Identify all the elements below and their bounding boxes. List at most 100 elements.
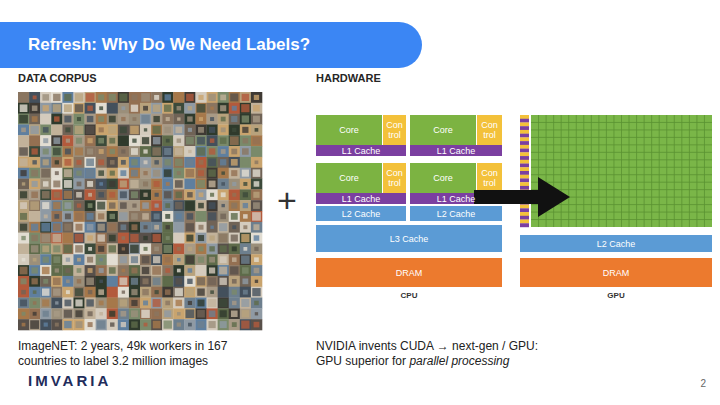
mosaic-detail — [109, 300, 115, 306]
mosaic-tile — [96, 254, 107, 265]
stripe-segment — [520, 156, 529, 160]
mosaic-tile — [85, 189, 96, 200]
mosaic-detail — [208, 277, 216, 285]
mosaic-tile — [184, 319, 195, 330]
mosaic-detail — [55, 323, 59, 327]
mosaic-detail — [33, 312, 37, 316]
mosaic-detail — [55, 268, 59, 272]
mosaic-tile — [18, 265, 29, 276]
mosaic-detail — [231, 159, 238, 166]
mosaic-tile — [229, 222, 240, 233]
mosaic-tile — [129, 189, 140, 200]
mosaic-tile — [184, 179, 195, 190]
mosaic-tile — [29, 233, 40, 244]
mosaic-detail — [143, 193, 147, 197]
mosaic-detail — [143, 149, 147, 153]
mosaic-tile — [73, 211, 84, 222]
mosaic-detail — [109, 289, 115, 294]
mosaic-detail — [21, 236, 25, 240]
mosaic-tile — [62, 124, 73, 135]
mosaic-detail — [98, 246, 104, 252]
mosaic-tile — [118, 222, 129, 233]
mosaic-tile — [207, 254, 218, 265]
mosaic-tile — [151, 254, 162, 265]
mosaic-tile — [85, 222, 96, 233]
mosaic-detail — [98, 224, 105, 231]
mosaic-detail — [187, 116, 192, 121]
mosaic-detail — [153, 321, 161, 329]
mosaic-detail — [230, 266, 238, 274]
mosaic-tile — [51, 222, 62, 233]
stripe-segment — [520, 145, 529, 149]
mosaic-detail — [75, 148, 83, 156]
mosaic-tile — [218, 233, 229, 244]
mosaic-tile — [195, 308, 206, 319]
mosaic-tile — [62, 222, 73, 233]
mosaic-detail — [31, 235, 37, 241]
mosaic-tile — [29, 265, 40, 276]
mosaic-detail — [175, 180, 183, 188]
mosaic-detail — [198, 127, 204, 133]
mosaic-detail — [210, 226, 213, 229]
mosaic-detail — [64, 224, 71, 231]
mosaic-detail — [230, 93, 238, 101]
mosaic-tile — [184, 233, 195, 244]
mosaic-tile — [140, 211, 151, 222]
mosaic-detail — [110, 322, 114, 326]
mosaic-tile — [162, 114, 173, 125]
mosaic-detail — [155, 204, 159, 208]
stripe-segment — [520, 178, 529, 182]
mosaic-tile — [18, 92, 29, 103]
mosaic-tile — [162, 92, 173, 103]
mosaic-detail — [242, 148, 249, 154]
control-box: Con trol — [477, 163, 502, 193]
node-text: L1 Cache — [342, 146, 381, 156]
grid-line — [531, 159, 712, 160]
mosaic-tile — [96, 189, 107, 200]
stripe-segment — [520, 126, 529, 130]
mosaic-tile — [173, 298, 184, 309]
mosaic-detail — [75, 310, 82, 317]
mosaic-tile — [184, 103, 195, 114]
node-text: Core — [339, 173, 359, 183]
mosaic-detail — [177, 171, 181, 175]
mosaic-detail — [220, 95, 226, 101]
mosaic-tile — [162, 200, 173, 211]
mosaic-tile — [195, 319, 206, 330]
mosaic-detail — [252, 148, 260, 156]
mosaic-tile — [229, 146, 240, 157]
mosaic-detail — [241, 234, 249, 242]
mosaic-detail — [131, 224, 137, 230]
mosaic-detail — [253, 202, 260, 209]
mosaic-tile — [162, 222, 173, 233]
mosaic-detail — [152, 147, 161, 155]
mosaic-tile — [251, 146, 262, 157]
mosaic-tile — [140, 254, 151, 265]
mosaic-tile — [229, 319, 240, 330]
mosaic-tile — [18, 124, 29, 135]
mosaic-tile — [151, 222, 162, 233]
mosaic-detail — [64, 191, 72, 199]
mosaic-detail — [199, 214, 204, 219]
mosaic-tile — [184, 124, 195, 135]
mosaic-detail — [209, 246, 214, 251]
mosaic-tile — [240, 157, 251, 168]
stripe-segment — [520, 141, 529, 145]
mosaic-tile — [96, 222, 107, 233]
mosaic-detail — [54, 311, 60, 317]
mosaic-detail — [188, 128, 192, 132]
mosaic-tile — [151, 135, 162, 146]
mosaic-detail — [210, 138, 215, 142]
mosaic-tile — [51, 319, 62, 330]
mosaic-tile — [40, 265, 51, 276]
mosaic-tile — [85, 254, 96, 265]
mosaic-tile — [195, 265, 206, 276]
title-holder: Refresh: Why Do We Need Labels? — [28, 22, 408, 68]
mosaic-detail — [144, 128, 147, 131]
mosaic-detail — [99, 106, 103, 110]
company-logo: IMVARIA — [28, 372, 111, 389]
mosaic-detail — [165, 289, 171, 294]
grid-line — [591, 115, 592, 227]
mosaic-tile — [151, 319, 162, 330]
mosaic-tile — [107, 222, 118, 233]
